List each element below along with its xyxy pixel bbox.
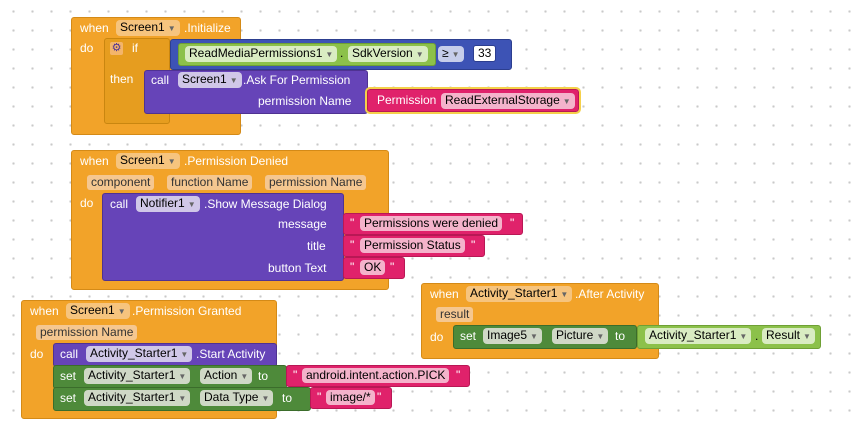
when-label: when: [80, 21, 109, 35]
call-label: call: [110, 197, 129, 211]
permission-dropdown[interactable]: ReadExternalStorage▼: [441, 93, 575, 109]
do-label: do: [30, 347, 44, 361]
dropdown-arrow-icon: ▼: [167, 24, 176, 33]
set-label: set: [460, 329, 477, 343]
event-parameter[interactable]: component: [87, 175, 155, 190]
event-name: .Initialize: [184, 21, 231, 35]
component-dropdown[interactable]: Screen1▼: [116, 20, 180, 36]
when-label: when: [80, 154, 109, 168]
component-dropdown[interactable]: Activity_Starter1▼: [466, 286, 573, 302]
component-dropdown[interactable]: Screen1▼: [116, 153, 180, 169]
gear-icon[interactable]: ⚙: [110, 42, 123, 55]
dropdown-arrow-icon: ▼: [415, 50, 424, 59]
set-label: set: [60, 369, 77, 383]
event-name: .Permission Denied: [184, 154, 289, 168]
to-label: to: [615, 329, 626, 343]
method-name: .Start Activity: [196, 347, 266, 361]
component-dropdown[interactable]: Activity_Starter1▼: [84, 390, 191, 406]
text-value[interactable]: android.intent.action.PICK: [302, 368, 450, 383]
to-label: to: [282, 391, 293, 405]
argument-label: title: [307, 239, 326, 253]
property-dropdown[interactable]: Data Type▼: [200, 390, 274, 406]
quote-mark: ": [471, 238, 476, 252]
component-dropdown[interactable]: Screen1▼: [66, 303, 130, 319]
property-dropdown[interactable]: SdkVersion▼: [348, 46, 428, 62]
argument-label: permission Name: [258, 94, 352, 108]
dot-separator: .: [340, 46, 344, 60]
do-label: do: [80, 41, 94, 55]
method-name: .Ask For Permission: [243, 73, 351, 87]
event-parameter[interactable]: function Name: [167, 175, 253, 190]
quote-mark: ": [293, 368, 298, 382]
quote-mark: ": [456, 368, 461, 382]
dropdown-arrow-icon: ▼: [240, 372, 249, 381]
dropdown-arrow-icon: ▼: [261, 394, 270, 403]
dropdown-arrow-icon: ▼: [229, 76, 238, 85]
property-dropdown[interactable]: Picture▼: [552, 328, 609, 344]
component-dropdown[interactable]: Notifier1▼: [136, 196, 200, 212]
method-name: .Show Message Dialog: [204, 197, 327, 211]
dropdown-arrow-icon: ▼: [739, 332, 748, 341]
dropdown-arrow-icon: ▼: [187, 200, 196, 209]
text-value[interactable]: OK: [360, 260, 386, 275]
text-value[interactable]: Permission Status: [360, 238, 465, 253]
then-label: then: [110, 72, 134, 86]
argument-label: message: [278, 217, 327, 231]
dropdown-arrow-icon: ▼: [117, 307, 126, 316]
do-label: do: [430, 330, 444, 344]
quote-mark: ": [377, 390, 382, 404]
operator-dropdown[interactable]: ≥▼: [438, 46, 464, 62]
call-label: call: [60, 347, 79, 361]
if-label: if: [132, 41, 138, 55]
dropdown-arrow-icon: ▼: [562, 97, 571, 106]
text-value[interactable]: Permissions were denied: [360, 216, 503, 231]
number-field[interactable]: 33: [473, 45, 497, 62]
quote-mark: ": [510, 216, 515, 230]
set-picture-block[interactable]: [453, 325, 637, 349]
dropdown-arrow-icon: ▼: [325, 50, 334, 59]
do-label: do: [80, 196, 94, 210]
dropdown-arrow-icon: ▼: [180, 350, 189, 359]
dropdown-arrow-icon: ▼: [178, 394, 187, 403]
dropdown-arrow-icon: ▼: [167, 157, 176, 166]
quote-mark: ": [390, 260, 395, 274]
dropdown-arrow-icon: ▼: [178, 372, 187, 381]
text-value[interactable]: image/*: [326, 390, 375, 405]
event-name: .Permission Granted: [132, 304, 242, 318]
dot-separator: .: [755, 329, 759, 343]
when-label: when: [430, 287, 459, 301]
to-label: to: [258, 369, 269, 383]
dropdown-arrow-icon: ▼: [530, 332, 538, 341]
dropdown-arrow-icon: ▼: [596, 332, 605, 341]
quote-mark: ": [350, 216, 355, 230]
quote-mark: ": [350, 260, 355, 274]
component-dropdown[interactable]: ReadMediaPermissions1▼: [185, 46, 338, 62]
dropdown-arrow-icon: ▼: [560, 290, 569, 299]
event-name: .After Activity: [575, 287, 645, 301]
dropdown-arrow-icon: ▼: [451, 50, 460, 59]
property-dropdown[interactable]: Action▼: [200, 368, 253, 384]
event-parameter[interactable]: permission Name: [265, 175, 367, 190]
component-dropdown[interactable]: Activity_Starter1▼: [645, 328, 752, 344]
dropdown-arrow-icon: ▼: [803, 332, 811, 341]
component-dropdown[interactable]: Activity_Starter1▼: [86, 346, 193, 362]
quote-mark: ": [350, 238, 355, 252]
when-label: when: [30, 304, 59, 318]
argument-label: button Text: [268, 261, 327, 275]
event-parameter[interactable]: permission Name: [36, 325, 138, 340]
event-parameter[interactable]: result: [436, 307, 474, 322]
quote-mark: ": [317, 390, 322, 404]
component-dropdown[interactable]: Image5▼: [483, 328, 542, 344]
component-dropdown[interactable]: Activity_Starter1▼: [84, 368, 191, 384]
permission-label: Permission: [377, 93, 437, 107]
component-dropdown[interactable]: Screen1▼: [178, 72, 242, 88]
call-label: call: [151, 73, 170, 87]
set-label: set: [60, 391, 77, 405]
property-dropdown[interactable]: Result▼: [762, 328, 815, 344]
